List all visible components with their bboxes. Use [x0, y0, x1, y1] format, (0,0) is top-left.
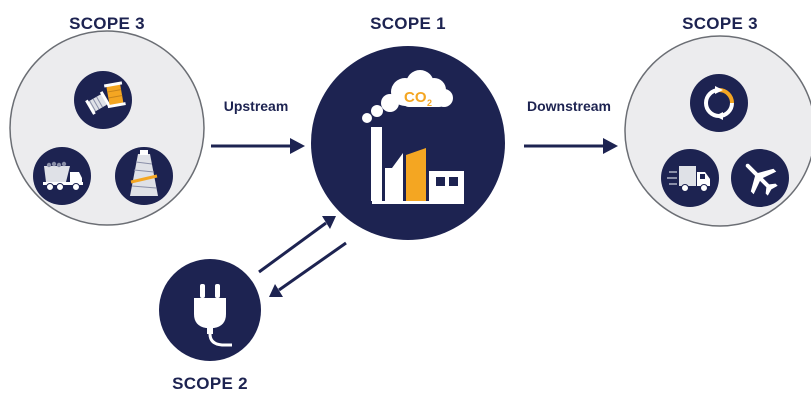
co2-subscript: 2 — [427, 98, 432, 108]
downstream-scope3-group — [624, 35, 811, 227]
downstream-label: Downstream — [527, 98, 611, 114]
upstream-label: Upstream — [224, 98, 289, 114]
scope2-to-scope1-arrow — [258, 216, 336, 274]
upstream-arrow — [211, 138, 305, 154]
scope1-group: CO 2 — [311, 46, 505, 240]
factory-icon — [371, 127, 464, 204]
recycle-icon — [690, 74, 748, 132]
delivery-truck-icon — [661, 149, 719, 207]
downstream-arrow — [524, 138, 618, 154]
airplane-icon — [731, 149, 789, 207]
yarn-cone-icon — [115, 147, 173, 205]
scope1-to-scope2-arrow — [269, 241, 347, 297]
scope3-upstream-title: SCOPE 3 — [69, 14, 145, 33]
dump-truck-icon — [33, 147, 91, 205]
upstream-scope3-group — [9, 30, 205, 226]
co2-label: CO — [404, 89, 427, 106]
scope3-downstream-title: SCOPE 3 — [682, 14, 758, 33]
scope2-group — [159, 259, 261, 361]
scope1-title: SCOPE 1 — [370, 14, 446, 33]
thread-spools-icon — [74, 71, 132, 129]
power-plug-icon — [194, 284, 232, 347]
co2-cloud-icon: CO 2 — [362, 70, 453, 123]
scope1-circle — [311, 46, 505, 240]
scope2-title: SCOPE 2 — [172, 374, 248, 393]
